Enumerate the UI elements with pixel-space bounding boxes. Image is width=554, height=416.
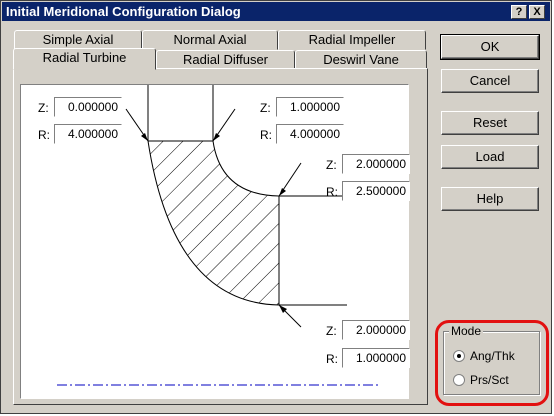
mode-ang-thk-radio[interactable] <box>453 350 465 362</box>
close-title-button[interactable]: X <box>529 5 545 19</box>
tab-radial-turbine[interactable]: Radial Turbine <box>13 48 156 70</box>
radio-selected-dot <box>457 354 461 358</box>
shroud-exit-r-input[interactable] <box>342 181 410 201</box>
shroud-inlet-z-label: Z: <box>260 101 271 115</box>
shroud-exit-r-label: R: <box>326 185 338 199</box>
hub-exit-z-input[interactable] <box>342 320 410 340</box>
shroud-exit-z-input[interactable] <box>342 154 410 174</box>
hub-exit-z-label: Z: <box>326 324 337 338</box>
tab-simple-axial[interactable]: Simple Axial <box>14 30 142 50</box>
hub-inlet-z-label: Z: <box>38 101 49 115</box>
meridional-diagram <box>57 85 381 386</box>
mode-prs-sct-label[interactable]: Prs/Sct <box>470 373 509 387</box>
hub-inlet-z-input[interactable] <box>54 97 122 117</box>
window-title: Initial Meridional Configuration Dialog <box>6 4 241 19</box>
hub-inlet-r-label: R: <box>38 128 50 142</box>
shroud-curve <box>212 140 347 197</box>
shroud-inlet-z-input[interactable] <box>276 97 344 117</box>
hub-exit-r-label: R: <box>326 352 338 366</box>
mode-highlight-annotation <box>435 320 549 406</box>
shroud-inlet-r-input[interactable] <box>276 124 344 144</box>
flow-passage-hatch <box>148 141 279 305</box>
title-bar: Initial Meridional Configuration Dialog … <box>2 2 550 21</box>
cancel-button[interactable]: Cancel <box>441 69 539 93</box>
mode-ang-thk-label[interactable]: Ang/Thk <box>470 349 515 363</box>
hub-curve <box>147 140 347 306</box>
tab-radial-diffuser[interactable]: Radial Diffuser <box>156 50 295 70</box>
reset-button[interactable]: Reset <box>441 111 539 135</box>
mode-prs-sct-radio[interactable] <box>453 374 465 386</box>
help-button[interactable]: Help <box>441 187 539 211</box>
load-button[interactable]: Load <box>441 145 539 169</box>
mode-groupbox <box>443 331 540 395</box>
tab-radial-impeller[interactable]: Radial Impeller <box>278 30 426 50</box>
shroud-exit-z-label: Z: <box>326 158 337 172</box>
shroud-inlet-r-label: R: <box>260 128 272 142</box>
mode-group-title: Mode <box>449 324 484 338</box>
help-title-button[interactable]: ? <box>511 5 527 19</box>
hub-exit-r-input[interactable] <box>342 348 410 368</box>
tab-deswirl-vane[interactable]: Deswirl Vane <box>295 50 427 70</box>
ok-button[interactable]: OK <box>440 34 540 60</box>
hub-inlet-r-input[interactable] <box>54 124 122 144</box>
tab-normal-axial[interactable]: Normal Axial <box>142 30 278 50</box>
